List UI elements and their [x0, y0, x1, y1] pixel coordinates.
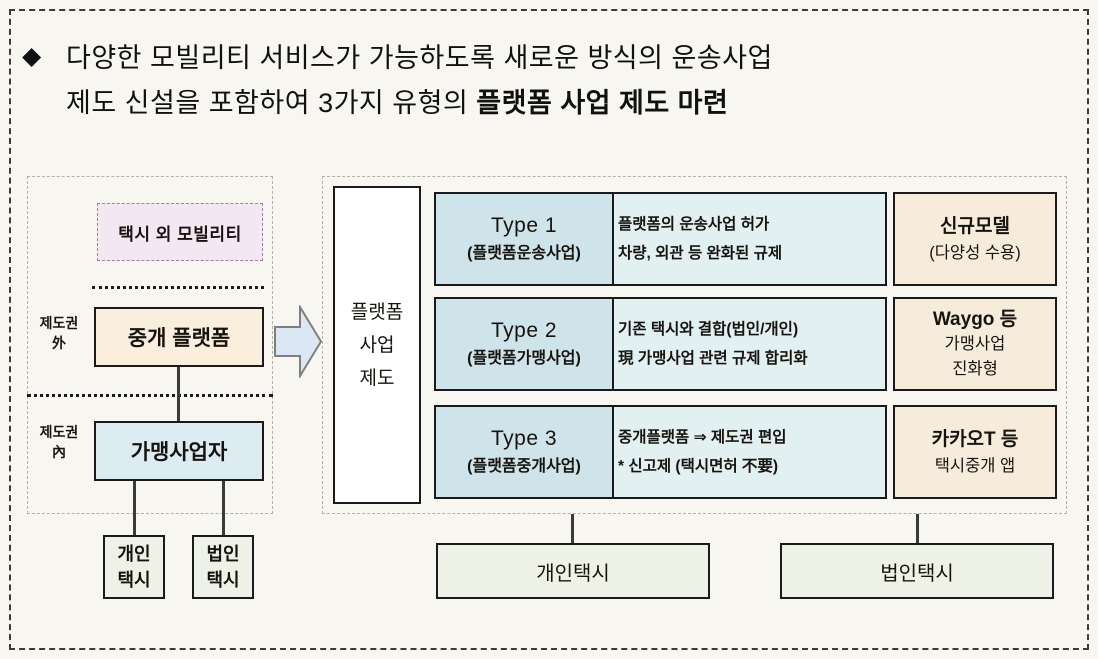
- desc-cell-3-line1: 중개플랫폼 ⇒ 제도권 편입: [618, 429, 787, 446]
- box-broker-platform[interactable]: 중개 플랫폼: [94, 307, 264, 367]
- model-cell-3-sub1: 택시중개 앱: [934, 456, 1016, 475]
- box-franchise-operator[interactable]: 가맹사업자: [94, 421, 264, 481]
- model-cell-2-title: Waygo 등: [932, 308, 1018, 330]
- box-corporate-taxi-small-line2: 택시: [206, 570, 240, 590]
- model-cell-3-title: 카카오T 등: [931, 428, 1019, 450]
- box-corporate-taxi-small-line1: 법인: [206, 544, 240, 564]
- connector-franchise-to-corporate-taxi: [222, 481, 225, 535]
- type-cell-3[interactable]: Type 3 (플랫폼중개사업): [434, 405, 614, 499]
- diamond-bullet-icon: ◆: [22, 42, 42, 70]
- connector-to-bottom-corporate-taxi: [916, 514, 919, 544]
- box-personal-taxi-small-line1: 개인: [117, 544, 151, 564]
- type-cell-1-sub: (플랫폼운송사업): [467, 245, 581, 262]
- model-cell-1-title: 신규모델: [940, 215, 1010, 237]
- desc-cell-2-line2: 現 가맹사업 관련 규제 합리화: [618, 350, 808, 367]
- box-platform-business-system[interactable]: 플랫폼 사업 제도: [333, 186, 421, 504]
- desc-cell-2-line1: 기존 택시와 결합(법인/개인): [618, 321, 799, 338]
- desc-cell-1[interactable]: 플랫폼의 운송사업 허가 차량, 외관 등 완화된 규제: [614, 192, 887, 286]
- box-corporate-taxi-small[interactable]: 법인 택시: [192, 535, 254, 599]
- desc-cell-3-line2: * 신고제 (택시면허 不要): [618, 458, 779, 475]
- desc-cell-1-line1: 플랫폼의 운송사업 허가: [618, 216, 770, 233]
- type-cell-2-sub: (플랫폼가맹사업): [467, 350, 581, 367]
- connector-to-bottom-personal-taxi: [571, 514, 574, 544]
- box-bottom-personal-taxi[interactable]: 개인택시: [436, 543, 710, 599]
- type-row: Type 2 (플랫폼가맹사업) 기존 택시와 결합(법인/개인) 現 가맹사업…: [434, 297, 887, 391]
- model-cell-2[interactable]: Waygo 등 가맹사업 진화형: [893, 297, 1057, 391]
- type-row: Type 3 (플랫폼중개사업) 중개플랫폼 ⇒ 제도권 편입 * 신고제 (택…: [434, 405, 887, 499]
- model-cell-1[interactable]: 신규모델 (다양성 수용): [893, 192, 1057, 286]
- box-personal-taxi-small-line2: 택시: [117, 570, 151, 590]
- connector-franchise-to-personal-taxi: [133, 481, 136, 535]
- box-franchise-operator-label: 가맹사업자: [130, 441, 228, 464]
- type-cell-1[interactable]: Type 1 (플랫폼운송사업): [434, 192, 614, 286]
- box-taxi-other-mobility-label: 택시 외 모빌리티: [118, 224, 242, 244]
- right-block-arrow-icon: [274, 305, 322, 378]
- box-personal-taxi-small[interactable]: 개인 택시: [103, 535, 165, 599]
- label-inside-system-line2: 內: [52, 444, 66, 460]
- headline-line-2-strong: 플랫폼 사업 제도 마련: [476, 88, 729, 118]
- connector-broker-to-franchise: [177, 367, 180, 421]
- left-dashed-panel: [27, 176, 273, 514]
- model-cell-3[interactable]: 카카오T 등 택시중개 앱: [893, 405, 1057, 499]
- type-cell-1-name: Type 1: [490, 214, 558, 237]
- box-taxi-other-mobility[interactable]: 택시 외 모빌리티: [97, 203, 263, 261]
- right-dashed-panel: [322, 176, 1067, 514]
- label-outside-system-line2: 外: [52, 335, 66, 351]
- type-cell-3-sub: (플랫폼중개사업): [467, 458, 581, 475]
- label-outside-system: 제도권 外: [28, 313, 90, 353]
- type-cell-3-name: Type 3: [490, 427, 558, 450]
- label-outside-system-line1: 제도권: [39, 315, 79, 331]
- headline-line-1: 다양한 모빌리티 서비스가 가능하도록 새로운 방식의 운송사업: [66, 43, 773, 73]
- model-cell-1-sub1: (다양성 수용): [929, 243, 1021, 262]
- desc-cell-2[interactable]: 기존 택시와 결합(법인/개인) 現 가맹사업 관련 규제 합리화: [614, 297, 887, 391]
- desc-cell-3[interactable]: 중개플랫폼 ⇒ 제도권 편입 * 신고제 (택시면허 不要): [614, 405, 887, 499]
- type-row: Type 1 (플랫폼운송사업) 플랫폼의 운송사업 허가 차량, 외관 등 완…: [434, 192, 887, 286]
- model-cell-2-sub2: 진화형: [952, 359, 998, 378]
- box-platform-business-system-line1: 플랫폼: [350, 301, 404, 323]
- type-cell-2-name: Type 2: [490, 319, 558, 342]
- headline-line-2-prefix: 제도 신설을 포함하여 3가지 유형의: [66, 88, 477, 118]
- desc-cell-1-line2: 차량, 외관 등 완화된 규제: [618, 245, 783, 262]
- headline-block: ◆ 다양한 모빌리티 서비스가 가능하도록 새로운 방식의 운송사업 제도 신설…: [22, 36, 1062, 126]
- model-cell-2-sub1: 가맹사업: [944, 334, 1006, 353]
- box-broker-platform-label: 중개 플랫폼: [127, 327, 231, 350]
- divider-dotted-lower: [27, 394, 273, 397]
- headline-line-2: 제도 신설을 포함하여 3가지 유형의 플랫폼 사업 제도 마련: [66, 81, 1062, 126]
- type-cell-2[interactable]: Type 2 (플랫폼가맹사업): [434, 297, 614, 391]
- label-inside-system-line1: 제도권: [39, 424, 79, 440]
- box-bottom-corporate-taxi[interactable]: 법인택시: [780, 543, 1054, 599]
- box-bottom-personal-taxi-label: 개인택시: [536, 562, 610, 585]
- box-bottom-corporate-taxi-label: 법인택시: [880, 562, 954, 585]
- label-inside-system: 제도권 內: [28, 422, 90, 462]
- divider-dotted-upper: [92, 286, 264, 289]
- box-platform-business-system-line3: 제도: [359, 367, 395, 389]
- box-platform-business-system-line2: 사업: [359, 334, 395, 356]
